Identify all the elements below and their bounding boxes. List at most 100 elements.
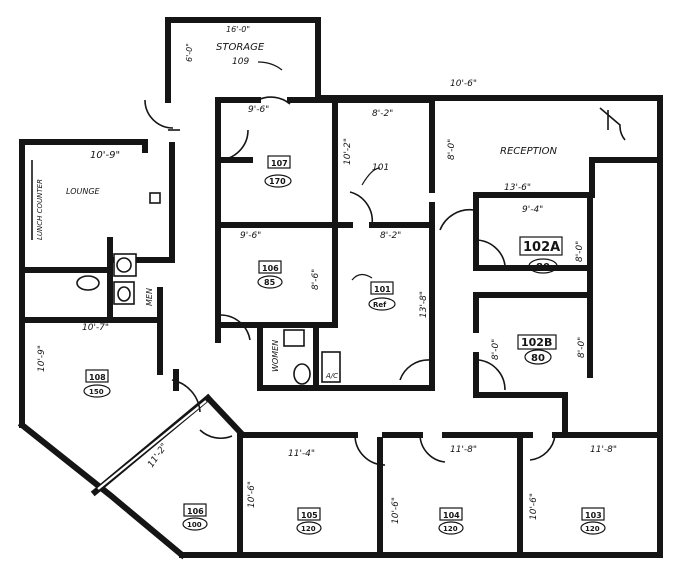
- room-108: 10'-7" 10'-9" 108 150: [37, 323, 111, 398]
- room-105-area-oval: [296, 521, 322, 535]
- lunch-counter-label: LUNCH COUNTER: [36, 179, 44, 240]
- room-102a-number: 102A: [523, 240, 560, 255]
- room-101-right-dim: 13'-8": [419, 291, 429, 318]
- interior-walls: [25, 97, 663, 558]
- room-102a-number-box: [519, 236, 563, 256]
- room-106-lower-area: 100: [187, 521, 202, 529]
- lounge-room: 10'-9" LOUNGE LUNCH COUNTER: [36, 150, 120, 240]
- room-103-area-oval: [580, 521, 606, 535]
- room-106-area: 85: [264, 278, 276, 287]
- restrooms: MEN WOMEN A/C: [145, 288, 338, 380]
- room-106-area-oval: [257, 275, 283, 289]
- room-108-width-dim: 10'-7": [82, 323, 109, 333]
- room-102b-area: 80: [531, 353, 545, 364]
- room-102a-area: 80: [536, 262, 550, 273]
- room-106-height-dim: 8'-6": [311, 269, 321, 290]
- room-104-number-box: [439, 507, 463, 521]
- room-102b-left-dim: 8'-0": [491, 339, 501, 360]
- exterior-walls: [17, 17, 663, 560]
- room-106-number: 106: [262, 264, 279, 273]
- lounge-dim-label: 10'-9": [90, 150, 120, 161]
- room-105-area: 120: [301, 525, 316, 533]
- room-102b-number: 102B: [521, 336, 552, 349]
- ac-unit-icon: [321, 351, 341, 383]
- room-101-number: 101: [374, 285, 391, 294]
- room-102b-right-dim: 8'-0": [577, 337, 587, 358]
- room-103-number-box: [581, 507, 605, 521]
- room-105-width-dim: 11'-4": [288, 449, 315, 459]
- room-103-number: 103: [585, 511, 602, 520]
- room-106-lower: 11'-2" 106 100: [146, 442, 208, 531]
- reception-side-dim: 8'-0": [447, 139, 457, 160]
- room-103-height-dim: 10'-6": [529, 493, 539, 520]
- reception-width-dim: 13'-6": [504, 183, 531, 193]
- top-right-mark: 10'-6": [450, 79, 477, 89]
- room-108-number: 108: [89, 373, 106, 382]
- room-104-height-dim: 10'-6": [391, 497, 401, 524]
- room-102b-number-box: [517, 334, 557, 350]
- storage-height-dim: 6'-0": [185, 43, 194, 62]
- room-107-area: 170: [269, 177, 286, 186]
- room-101-area-oval: [368, 297, 396, 311]
- reception-area: 8'-0" RECEPTION 13'-6": [447, 139, 558, 193]
- room-101-number-box: [370, 281, 394, 295]
- room-101-top-dim: 8'-2": [372, 109, 393, 119]
- room-105: 11'-4" 10'-6" 105 120: [247, 449, 322, 535]
- room-105-number-box: [297, 507, 321, 521]
- fixtures: [31, 160, 341, 385]
- leader-lines: [257, 61, 381, 281]
- room-106-lower-number: 106: [187, 507, 204, 516]
- lounge-name-label: LOUNGE: [66, 187, 101, 196]
- room-103-width-dim: 11'-8": [590, 445, 617, 455]
- reception-name-label: RECEPTION: [500, 146, 558, 157]
- room-105-height-dim: 10'-6": [247, 481, 257, 508]
- top-right-mark-label: 10'-6": [450, 79, 477, 89]
- room-102a-area-oval: [528, 258, 558, 274]
- room-103: 11'-8" 10'-6" 103 120: [529, 445, 617, 535]
- room-104-area: 120: [443, 525, 458, 533]
- room-104-number: 104: [443, 511, 460, 520]
- room-104-area-oval: [438, 521, 464, 535]
- storage-width-dim: 16'-0": [226, 25, 250, 34]
- room-102a-height-dim: 8'-0": [575, 241, 585, 262]
- counter-sink-icon: [76, 275, 100, 291]
- room-108-height-dim: 10'-9": [37, 345, 47, 372]
- toilet-icon: [116, 257, 132, 273]
- storage-room: 16'-0" STORAGE 109 6'-0": [185, 25, 265, 67]
- room-104: 11'-8" 10'-6" 104 120: [391, 445, 477, 535]
- room-106: 9'-6" 8'-6" 106 85: [240, 231, 321, 290]
- mens-room-label: MEN: [145, 288, 154, 306]
- room-102b: 8'-0" 8'-0" 102B 80: [491, 334, 587, 365]
- room-101-mid-dim: 8'-2": [380, 231, 401, 241]
- storage-name-label: STORAGE: [216, 42, 265, 53]
- women-toilet-icon: [293, 363, 311, 385]
- room-105-number: 105: [301, 511, 318, 520]
- room-107-dim: 9'-6": [248, 105, 269, 115]
- room-108-number-box: [85, 369, 109, 383]
- room-107-number: 107: [271, 159, 288, 168]
- womens-room-label: WOMEN: [271, 340, 280, 372]
- room-102a: 9'-4" 8'-0" 102A 80: [519, 205, 585, 274]
- room-107-number-box: [267, 155, 291, 169]
- room-106-width-dim: 9'-6": [240, 231, 261, 241]
- room-104-width-dim: 11'-8": [450, 445, 477, 455]
- toilet-bowl-icon: [117, 286, 131, 302]
- room-106-lower-area-oval: [182, 517, 208, 531]
- room-107: 9'-6" 107 170: [248, 105, 292, 188]
- room-101-side-dim: 10'-2": [343, 138, 353, 165]
- room-103-area: 120: [585, 525, 600, 533]
- room-106-number-box: [258, 260, 282, 274]
- room-101: 8'-2" 10'-2" 101 8'-2" 101 Ref 13'-8": [343, 109, 429, 318]
- room-108-area: 150: [89, 388, 104, 396]
- women-sink-icon: [283, 329, 305, 347]
- room-108-area-oval: [83, 384, 111, 398]
- room-102a-width-dim: 9'-4": [522, 205, 543, 215]
- room-101-callout: 101: [372, 163, 389, 173]
- appliance-icon: [149, 192, 161, 204]
- room-106-lower-number-box: [183, 503, 207, 517]
- room-102b-area-oval: [524, 349, 552, 365]
- door-swings: [144, 96, 626, 466]
- storage-number-label: 109: [232, 57, 249, 67]
